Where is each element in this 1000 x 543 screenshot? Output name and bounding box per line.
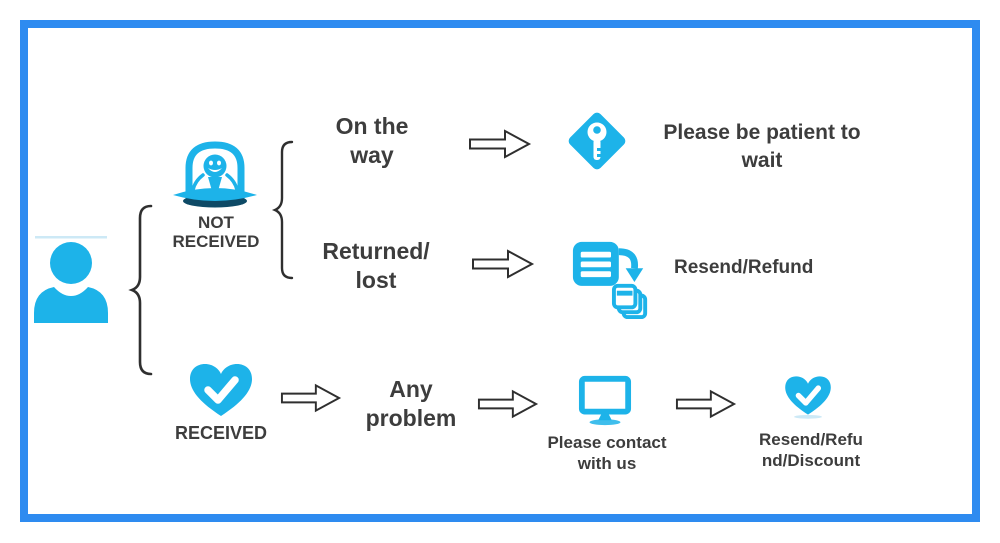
result-resend-refund-discount: Resend/Refu nd/Discount xyxy=(745,429,877,471)
key-diamond-icon xyxy=(568,112,626,170)
condition-line: way xyxy=(350,142,394,168)
diagram-border-frame xyxy=(20,20,980,522)
result-resend-refund: Resend/Refund xyxy=(674,257,814,278)
result-line: Please be patient to xyxy=(663,121,861,144)
condition-returned-lost: Returned/ lost xyxy=(312,237,440,295)
condition-line: On the xyxy=(335,113,409,139)
condition-line: problem xyxy=(365,405,457,431)
result-line: nd/Discount xyxy=(761,451,861,470)
flow-arrow-icon xyxy=(469,129,532,159)
heart-check-icon xyxy=(190,364,252,416)
result-please-be-patient: Please be patient to wait xyxy=(638,119,886,175)
flow-arrow-icon xyxy=(675,389,737,419)
contact-label: Please contact with us xyxy=(534,432,680,474)
result-line: Resend/Refu xyxy=(759,430,863,449)
status-label-line: NOT xyxy=(198,213,234,232)
customer-person-icon xyxy=(34,236,108,323)
condition-line: Any xyxy=(389,376,433,402)
sub-brace xyxy=(271,140,294,280)
computer-monitor-icon xyxy=(578,375,632,426)
condition-any-problem: Any problem xyxy=(356,375,466,433)
flow-arrow-icon xyxy=(280,383,342,413)
status-label-not-received: NOT RECEIVED xyxy=(151,213,281,251)
condition-on-the-way: On the way xyxy=(312,112,432,170)
contact-line: with us xyxy=(577,454,637,473)
condition-line: lost xyxy=(355,267,397,293)
status-label-received: RECEIVED xyxy=(174,423,268,443)
resend-documents-icon xyxy=(572,241,648,320)
heart-check-icon xyxy=(785,376,831,419)
contact-line: Please contact xyxy=(547,433,667,452)
status-label-line: RECEIVED xyxy=(172,232,260,251)
flow-arrow-icon xyxy=(477,389,539,419)
result-line: wait xyxy=(741,149,783,172)
flow-arrow-icon xyxy=(472,249,535,279)
condition-line: Returned/ xyxy=(322,238,430,264)
main-brace xyxy=(128,204,153,376)
ufo-alien-icon xyxy=(173,141,257,208)
